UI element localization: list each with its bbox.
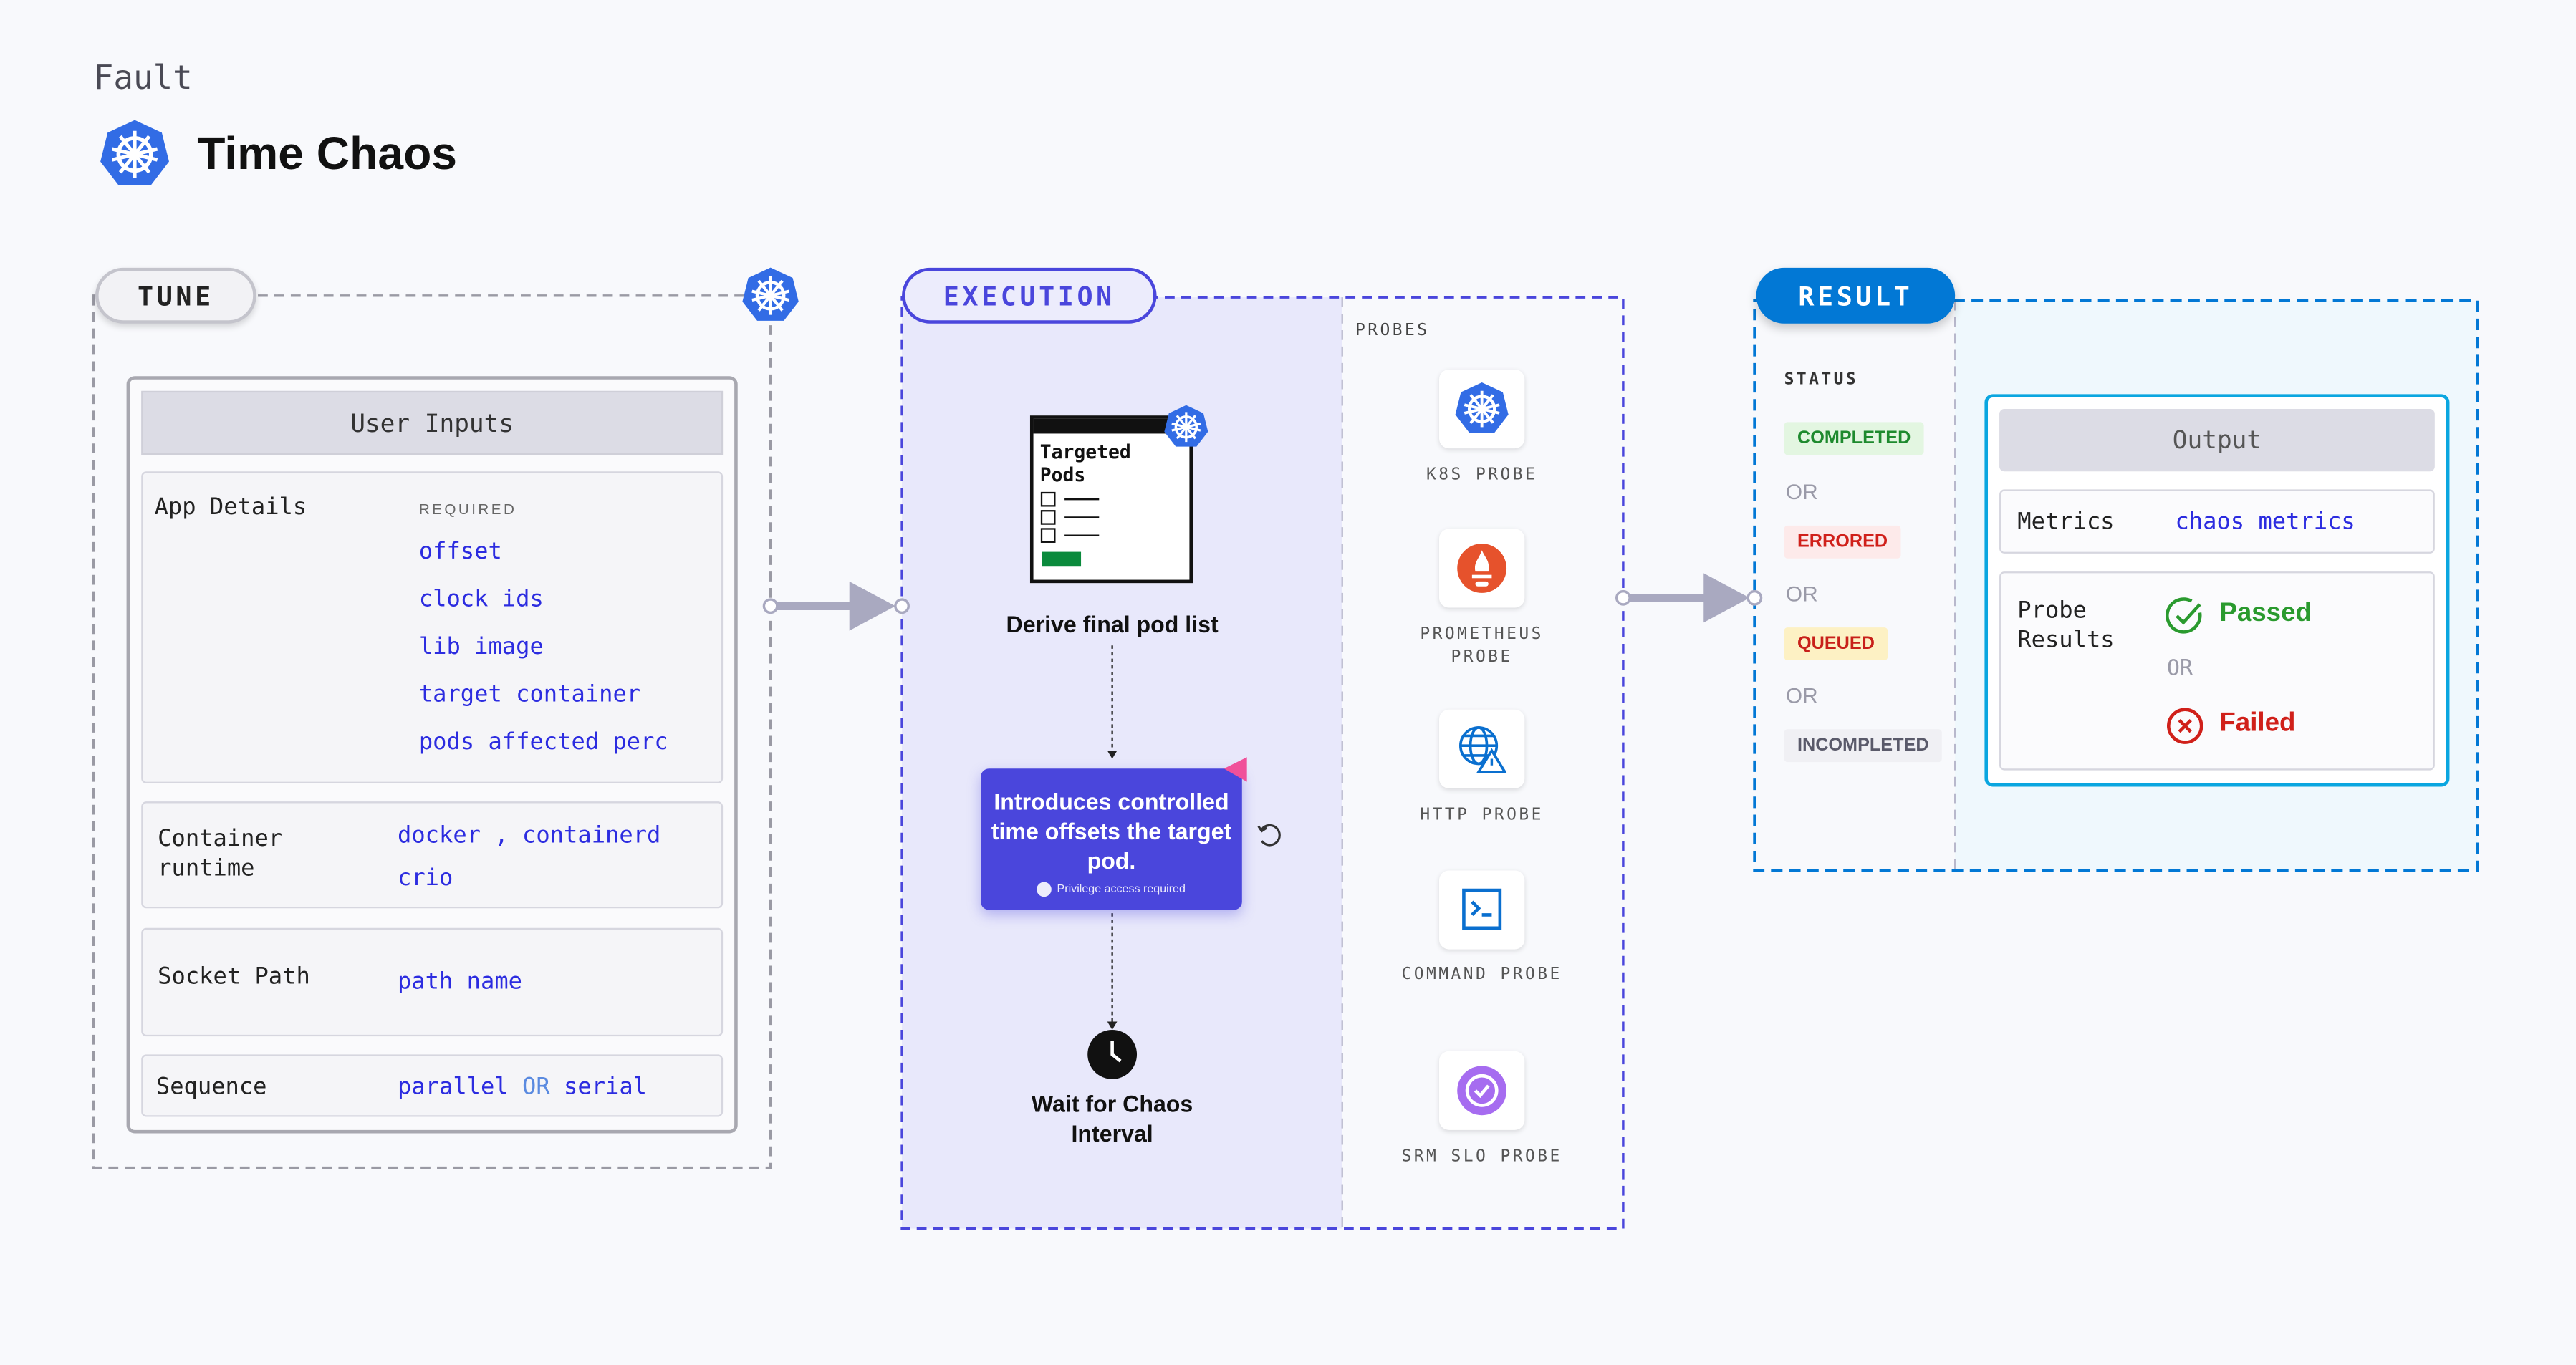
- x-circle-icon: [2166, 708, 2203, 744]
- runtime-crio: crio: [398, 865, 453, 892]
- sequence-parallel: parallel: [398, 1074, 509, 1101]
- slo-icon: [1457, 1066, 1507, 1116]
- privilege-note: Privilege access required: [981, 882, 1242, 897]
- socket-path-box: Socket Path path name: [141, 927, 724, 1037]
- targeted-pods-title: Targeted Pods: [1039, 440, 1131, 486]
- failed-label: Failed: [2219, 709, 2296, 738]
- or-label: OR: [2166, 657, 2193, 682]
- k8s-probe-card[interactable]: [1439, 370, 1525, 449]
- input-lib-image: lib image: [418, 634, 544, 660]
- sequence-serial: serial: [564, 1074, 648, 1101]
- sequence-or: OR: [522, 1074, 550, 1101]
- lock-icon: [1037, 882, 1052, 897]
- tune-kubernetes-icon: [742, 268, 798, 321]
- input-clock-ids: clock ids: [418, 586, 544, 613]
- metrics-value: chaos metrics: [2175, 508, 2355, 536]
- input-target-container: target container: [418, 681, 641, 708]
- input-pods-affected-perc: pods affected perc: [418, 729, 668, 756]
- user-inputs-header: User Inputs: [141, 390, 724, 455]
- category-label: Fault: [93, 57, 193, 97]
- command-probe-label: COMMAND PROBE: [1401, 965, 1562, 984]
- sequence-label: Sequence: [155, 1074, 267, 1101]
- probes-label: PROBES: [1355, 322, 1430, 340]
- container-runtime-box: Container runtime docker , containerd cr…: [141, 801, 724, 909]
- required-label: REQUIRED: [418, 501, 517, 518]
- sequence-box: Sequence parallel OR serial: [141, 1054, 724, 1117]
- app-details-label: App Details: [154, 494, 307, 521]
- prometheus-probe-label: PROMETHEUS PROBE: [1420, 625, 1544, 667]
- http-probe-card[interactable]: [1439, 709, 1525, 788]
- sequence-value: parallel OR serial: [398, 1074, 647, 1101]
- step-derive-pod-list: Derive final pod list: [1006, 611, 1219, 637]
- arrow-execution-to-result: [1615, 573, 1763, 623]
- repeat-icon: [1257, 824, 1281, 847]
- app-details-box: App Details REQUIRED offset clock ids li…: [141, 471, 724, 783]
- runtime-containerd: containerd: [522, 822, 661, 849]
- metrics-label: Metrics: [2017, 508, 2115, 536]
- runtime-docker: docker: [398, 822, 481, 849]
- runtime-separator: ,: [494, 822, 509, 849]
- execution-pill: EXECUTION: [902, 267, 1157, 324]
- result-pill: RESULT: [1756, 267, 1956, 324]
- chaos-hub-icon: [1224, 757, 1247, 782]
- status-completed-badge: COMPLETED: [1784, 422, 1924, 455]
- targeted-pods-card: Targeted Pods: [1029, 415, 1193, 584]
- arrow-tune-to-execution: [762, 581, 910, 631]
- terminal-icon: [1462, 888, 1502, 930]
- clock-icon: [1087, 1029, 1138, 1079]
- command-probe-card[interactable]: [1439, 870, 1525, 950]
- runtime-values: docker , containerd: [398, 823, 660, 849]
- status-errored-badge: ERRORED: [1784, 525, 1901, 559]
- or-label: OR: [1785, 581, 1818, 607]
- metrics-row: Metrics chaos metrics: [1999, 489, 2435, 554]
- prometheus-icon: [1457, 544, 1507, 593]
- tune-border: [92, 294, 772, 1169]
- status-incompleted-badge: INCOMPLETED: [1784, 729, 1942, 763]
- slo-probe-card[interactable]: [1439, 1051, 1525, 1130]
- privilege-text: Privilege access required: [1057, 884, 1186, 896]
- check-circle-icon: [2166, 597, 2202, 634]
- kubernetes-icon: [1454, 381, 1510, 437]
- chaos-injection-step: Introduces controlled time offsets the t…: [981, 768, 1242, 910]
- socket-path-value: path name: [398, 969, 522, 995]
- page-title: Time Chaos: [197, 127, 458, 179]
- slo-probe-label: SRM SLO PROBE: [1401, 1148, 1562, 1167]
- socket-path-label: Socket Path: [158, 964, 310, 990]
- or-label: OR: [1785, 683, 1818, 708]
- probe-results-row: Probe Results Passed OR Failed: [1999, 571, 2435, 771]
- http-probe-label: HTTP PROBE: [1420, 806, 1544, 825]
- globe-warning-icon: [1458, 726, 1507, 773]
- prometheus-probe-card[interactable]: [1439, 529, 1525, 608]
- k8s-probe-label: K8S PROBE: [1426, 466, 1538, 485]
- tune-pill: TUNE: [95, 267, 256, 324]
- checklist-icon: [1040, 491, 1100, 567]
- probe-results-label: Probe Results: [2017, 597, 2115, 654]
- container-runtime-label: Container runtime: [158, 826, 283, 882]
- pods-kubernetes-icon: [1163, 404, 1209, 448]
- chaos-step-text: Introduces controlled time offsets the t…: [991, 788, 1232, 874]
- execution-border: [900, 296, 1625, 1230]
- output-header: Output: [1999, 409, 2435, 472]
- or-label: OR: [1785, 479, 1818, 505]
- kubernetes-logo-icon: [100, 120, 169, 185]
- step-wait-interval: Wait for Chaos Interval: [1031, 1090, 1193, 1147]
- status-label: STATUS: [1784, 371, 1859, 390]
- input-offset: offset: [418, 539, 502, 565]
- status-queued-badge: QUEUED: [1784, 627, 1888, 660]
- passed-label: Passed: [2219, 599, 2312, 628]
